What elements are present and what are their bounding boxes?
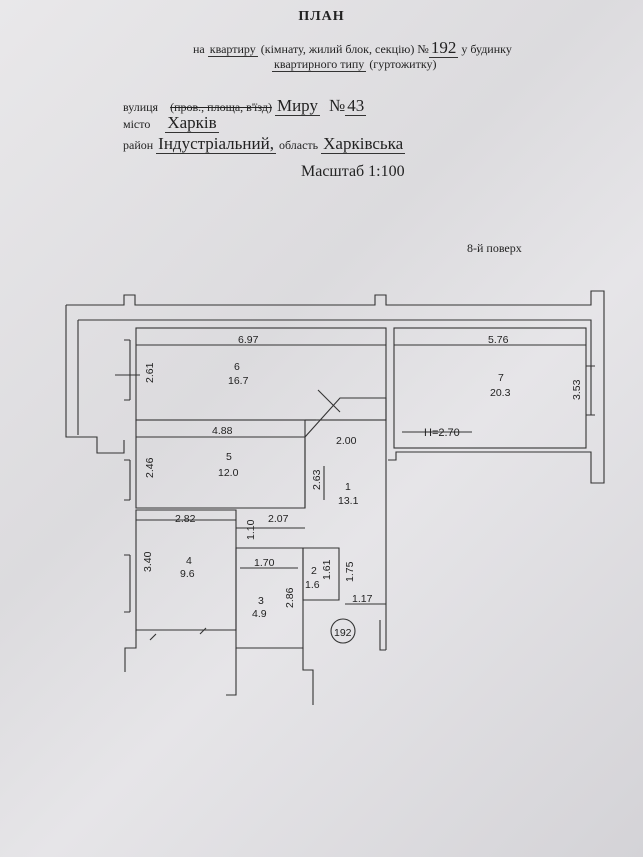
header-line-1: на квартиру (кімнату, жилий блок, секцію…	[193, 38, 512, 58]
apartment-circle-label: 192	[334, 627, 352, 639]
ceiling-height: H=2.70	[424, 427, 460, 439]
apartment-number: 192	[428, 38, 459, 58]
apartment-number-circle	[330, 618, 356, 644]
room-4-area: 9.6	[180, 568, 195, 580]
district-line: район Індустріальний, область Харківська	[123, 134, 406, 154]
room-6-width: 6.97	[238, 334, 259, 346]
house-suffix: у будинку	[461, 42, 512, 56]
room-3-id: 3	[258, 595, 264, 607]
corridor-width: 2.07	[268, 513, 289, 525]
room-5-id: 5	[226, 451, 232, 463]
bathroom-width: 1.17	[352, 593, 373, 605]
floor-label: 8-й поверх	[467, 241, 522, 255]
room-7-area: 20.3	[490, 387, 511, 399]
room-4-id: 4	[186, 555, 192, 567]
room-3-width: 1.70	[254, 557, 275, 569]
district-label: район	[123, 138, 154, 152]
room-3-depth: 2.86	[284, 587, 296, 608]
room-7-depth: 3.53	[571, 379, 583, 400]
street-label: вулиця	[123, 100, 159, 114]
object-type-options: (кімнату, жилий блок, секцію) №	[260, 42, 429, 56]
city-label: місто	[123, 117, 151, 131]
room-2-depth: 1.75	[344, 561, 356, 582]
room-6-area: 16.7	[228, 375, 249, 387]
building-type: квартирного типу	[272, 57, 367, 72]
document-title: ПЛАН	[298, 9, 345, 24]
room-6-id: 6	[234, 361, 240, 373]
street-type-struck: (пров., площа, в'їзд)	[170, 100, 272, 114]
corridor-height: 1.10	[245, 519, 257, 540]
house-value: 43	[345, 96, 367, 116]
room-3-area: 4.9	[252, 608, 267, 620]
region-label: область	[278, 138, 319, 152]
prefix-text: на	[193, 42, 205, 56]
room-4-depth: 3.40	[142, 551, 154, 572]
city-value: Харків	[165, 113, 219, 133]
room-2-area: 1.6	[305, 579, 320, 591]
room-1-depth: 2.63	[311, 469, 323, 490]
room-2-id: 2	[311, 565, 317, 577]
room-2-width: 1.61	[321, 559, 333, 580]
room-6-depth: 2.61	[144, 362, 156, 383]
room-1-area: 13.1	[338, 495, 359, 507]
object-type: квартиру	[207, 42, 258, 57]
street-value: Миру	[274, 96, 320, 116]
room-5-depth: 2.46	[144, 457, 156, 478]
room-5-width: 4.88	[212, 425, 233, 437]
building-type-alt: (гуртожитку)	[369, 57, 437, 71]
room-1-id: 1	[345, 481, 351, 493]
header-line-2: квартирного типу (гуртожитку)	[272, 57, 436, 72]
room-4-width: 2.82	[175, 513, 196, 525]
room-7-id: 7	[498, 372, 504, 384]
district-value: Індустріальний,	[156, 134, 276, 154]
region-value: Харківська	[321, 134, 406, 154]
city-line: місто Харків	[123, 113, 219, 133]
room-5-area: 12.0	[218, 467, 239, 479]
room-7-width: 5.76	[488, 334, 509, 346]
house-label: №	[328, 96, 346, 115]
room-1-width: 2.00	[336, 435, 357, 447]
scale-label: Масштаб 1:100	[301, 163, 405, 180]
